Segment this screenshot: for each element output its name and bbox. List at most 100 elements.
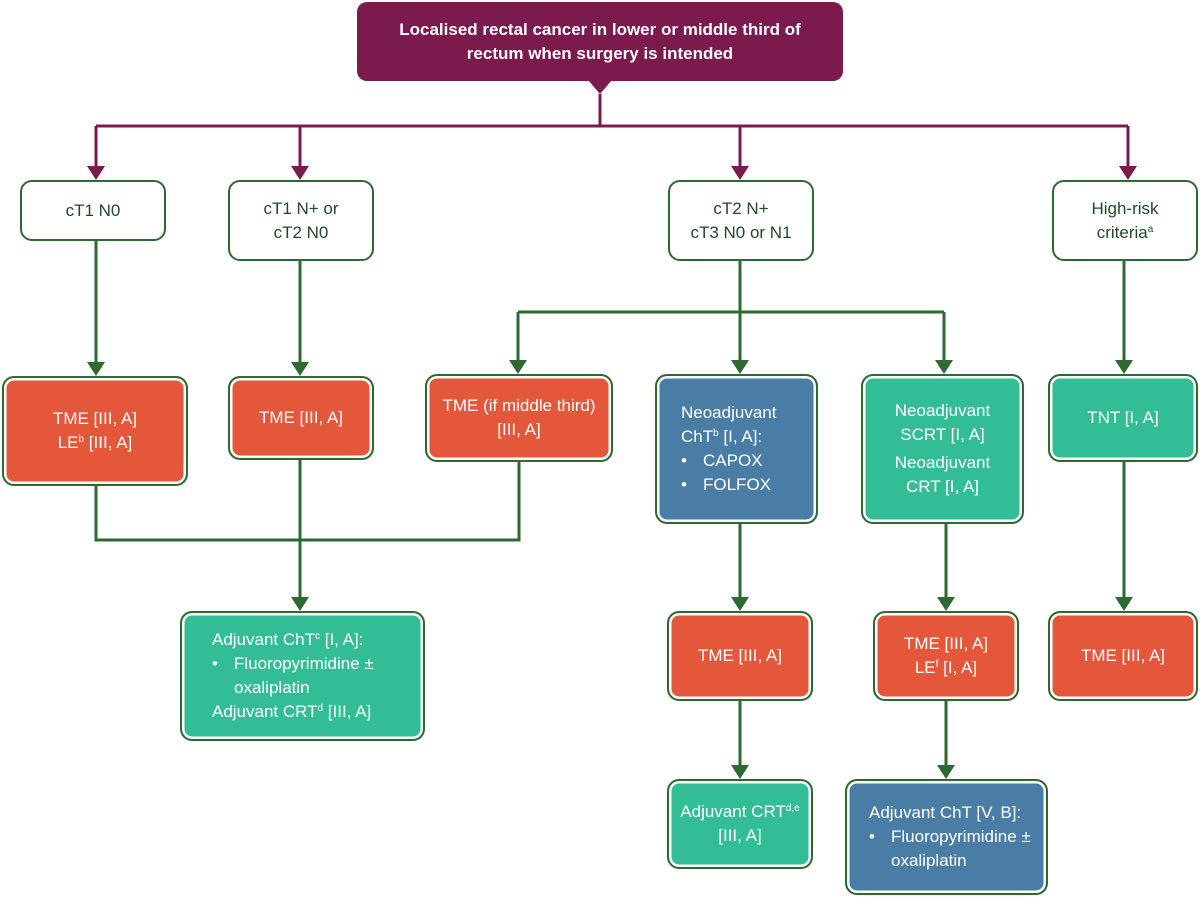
stage-ct1-n0: cT1 N0 — [20, 180, 166, 241]
bullet-fluoropyrimidine: • Fluoropyrimidine ± — [212, 652, 374, 676]
stage-label-text: criteria — [1096, 222, 1148, 242]
root-line-1: Localised rectal cancer in lower or midd… — [399, 19, 801, 39]
adj-crt-text: Adjuvant CRT — [680, 802, 786, 821]
footnote-a: a — [1147, 223, 1154, 235]
bullet-folfox: • FOLFOX — [681, 473, 771, 497]
adj-crt-text: Adjuvant CRT — [212, 702, 318, 721]
footnote-c: c — [315, 631, 320, 642]
merge-line — [94, 462, 521, 542]
arrow-head-icon — [291, 597, 309, 611]
root-line-2: rectum when surgery is intended — [466, 43, 734, 63]
root-node: Localised rectal cancer in lower or midd… — [357, 2, 843, 81]
stage-label-1: cT2 N+ — [713, 198, 769, 218]
neo-cht-line-1: Neoadjuvant — [681, 403, 777, 422]
footnote-b: b — [78, 434, 85, 445]
arrow-head-icon — [937, 765, 955, 779]
neo-scrt-line-1: Neoadjuvant — [894, 401, 991, 420]
tme-label: TME [III, A] — [258, 408, 344, 427]
le-grade: [I, A] — [938, 658, 978, 677]
tme-middle-third-box: TME (if middle third) [III, A] — [425, 374, 613, 462]
stage-high-risk: High-risk criteriaa — [1052, 180, 1198, 261]
root-connectors — [87, 80, 1137, 180]
bullet-dot-icon: • — [681, 451, 687, 470]
adj-cht-text: Adjuvant ChT — [212, 630, 315, 649]
tme-middle-label: TME (if middle third) — [442, 396, 596, 415]
adj-cht-grade: [I, A]: — [320, 630, 364, 649]
tme-after-cht-box: TME [III, A] — [667, 611, 813, 701]
cht-grade: [I, A]: — [718, 427, 763, 446]
arrow-head-icon — [731, 765, 749, 779]
arrow-head-icon — [87, 166, 105, 180]
bullet-continuation: oxaliplatin — [234, 678, 310, 697]
stage-label-1: High-risk — [1091, 198, 1159, 218]
bullet-text: CAPOX — [703, 451, 763, 470]
le-label: LEb [III, A] — [58, 431, 133, 455]
bullet-text: Fluoropyrimidine ± — [891, 827, 1031, 846]
bullet-text: Fluoropyrimidine ± — [234, 654, 374, 673]
bullet-dot-icon: • — [869, 827, 875, 846]
adj-cht-vb-line: Adjuvant ChT [V, B]: — [869, 803, 1022, 822]
bullet-dot-icon: • — [681, 475, 687, 494]
bullet-continuation: oxaliplatin — [891, 851, 967, 870]
cht-text: ChT — [681, 427, 714, 446]
arrow-head-icon — [291, 166, 309, 180]
stage-label-1: cT1 N+ or — [263, 198, 339, 218]
arrow-head-icon — [731, 360, 749, 374]
tme-label: TME [III, A] — [1080, 646, 1166, 665]
neo-crt-line-1: Neoadjuvant — [894, 453, 991, 472]
adjuvant-cht-vb-box: Adjuvant ChT [V, B]: • Fluoropyrimidine ±… — [845, 779, 1048, 895]
arrow-head-icon — [1115, 597, 1133, 611]
adj-crt-grade: [III, A] — [323, 702, 372, 721]
bullet-dot-icon: • — [212, 654, 218, 673]
le-grade: [III, A] — [84, 433, 133, 452]
bullet-text: FOLFOX — [703, 475, 772, 494]
tme-box: TME [III, A] — [228, 376, 374, 460]
neoadjuvant-scrt-crt-box: Neoadjuvant SCRT [I, A] Neoadjuvant CRT … — [861, 374, 1024, 524]
arrow-head-icon — [1119, 166, 1137, 180]
tme-le-f-box: TME [III, A] LEf [I, A] — [873, 611, 1019, 701]
tme-label: TME [III, A] — [903, 634, 989, 653]
arrow-head-icon — [509, 360, 527, 374]
arrow-head-icon — [87, 362, 105, 376]
stage-label-2: cT2 N0 — [273, 222, 329, 242]
stage-label: cT1 N0 — [65, 200, 121, 220]
adj-crt-line-2: [III, A] — [718, 826, 762, 845]
root-pointer-icon — [588, 80, 612, 94]
neoadjuvant-cht-box: Neoadjuvant ChTb [I, A]: • CAPOX • FOLFOX — [655, 374, 818, 524]
tnt-label: TNT [I, A] — [1087, 408, 1159, 427]
arrow-head-icon — [937, 597, 955, 611]
footnote-b: b — [713, 428, 719, 439]
stage-ct2-nplus-ct3: cT2 N+ cT3 N0 or N1 — [668, 180, 814, 261]
arrow-head-icon — [1115, 360, 1133, 374]
tme-high-risk-box: TME [III, A] — [1048, 611, 1198, 701]
tnt-box: TNT [I, A] — [1048, 374, 1198, 462]
tme-label: TME [III, A] — [52, 409, 138, 428]
stage-ct1-nplus-ct2-n0: cT1 N+ or cT2 N0 — [228, 180, 374, 261]
adj-crt-line: Adjuvant CRTd [III, A] — [212, 700, 371, 724]
footnote-f: f — [935, 659, 939, 670]
tme-middle-grade: [III, A] — [497, 420, 541, 439]
tme-le-box: TME [III, A] LEb [III, A] — [2, 376, 188, 486]
neo-scrt-line-2: SCRT [I, A] — [900, 425, 985, 444]
bullet-capox: • CAPOX — [681, 449, 763, 473]
adj-cht-line: Adjuvant ChTc [I, A]: — [212, 628, 363, 652]
arrow-head-icon — [935, 360, 953, 374]
stage-label-2: criteriaa — [1097, 221, 1154, 245]
adjuvant-crt-box: Adjuvant CRTd,e [III, A] — [667, 779, 813, 869]
neo-crt-line-2: CRT [I, A] — [905, 477, 980, 496]
stage-connectors — [87, 241, 1133, 779]
arrow-head-icon — [731, 166, 749, 180]
neo-cht-line-2: ChTb [I, A]: — [681, 425, 762, 449]
adjuvant-cht-crt-box: Adjuvant ChTc [I, A]: • Fluoropyrimidine … — [180, 611, 425, 741]
adj-crt-line-1: Adjuvant CRTd,e — [680, 800, 799, 824]
le-text: LE — [914, 658, 936, 677]
stage-label-2: cT3 N0 or N1 — [690, 222, 792, 242]
le-text: LE — [57, 433, 79, 452]
bullet-fluoropyrimidine: • Fluoropyrimidine ± — [869, 825, 1031, 849]
footnote-d-e: d,e — [785, 803, 800, 814]
le-label: LEf [I, A] — [915, 656, 977, 680]
tme-label: TME [III, A] — [697, 646, 783, 665]
footnote-d: d — [317, 703, 324, 714]
